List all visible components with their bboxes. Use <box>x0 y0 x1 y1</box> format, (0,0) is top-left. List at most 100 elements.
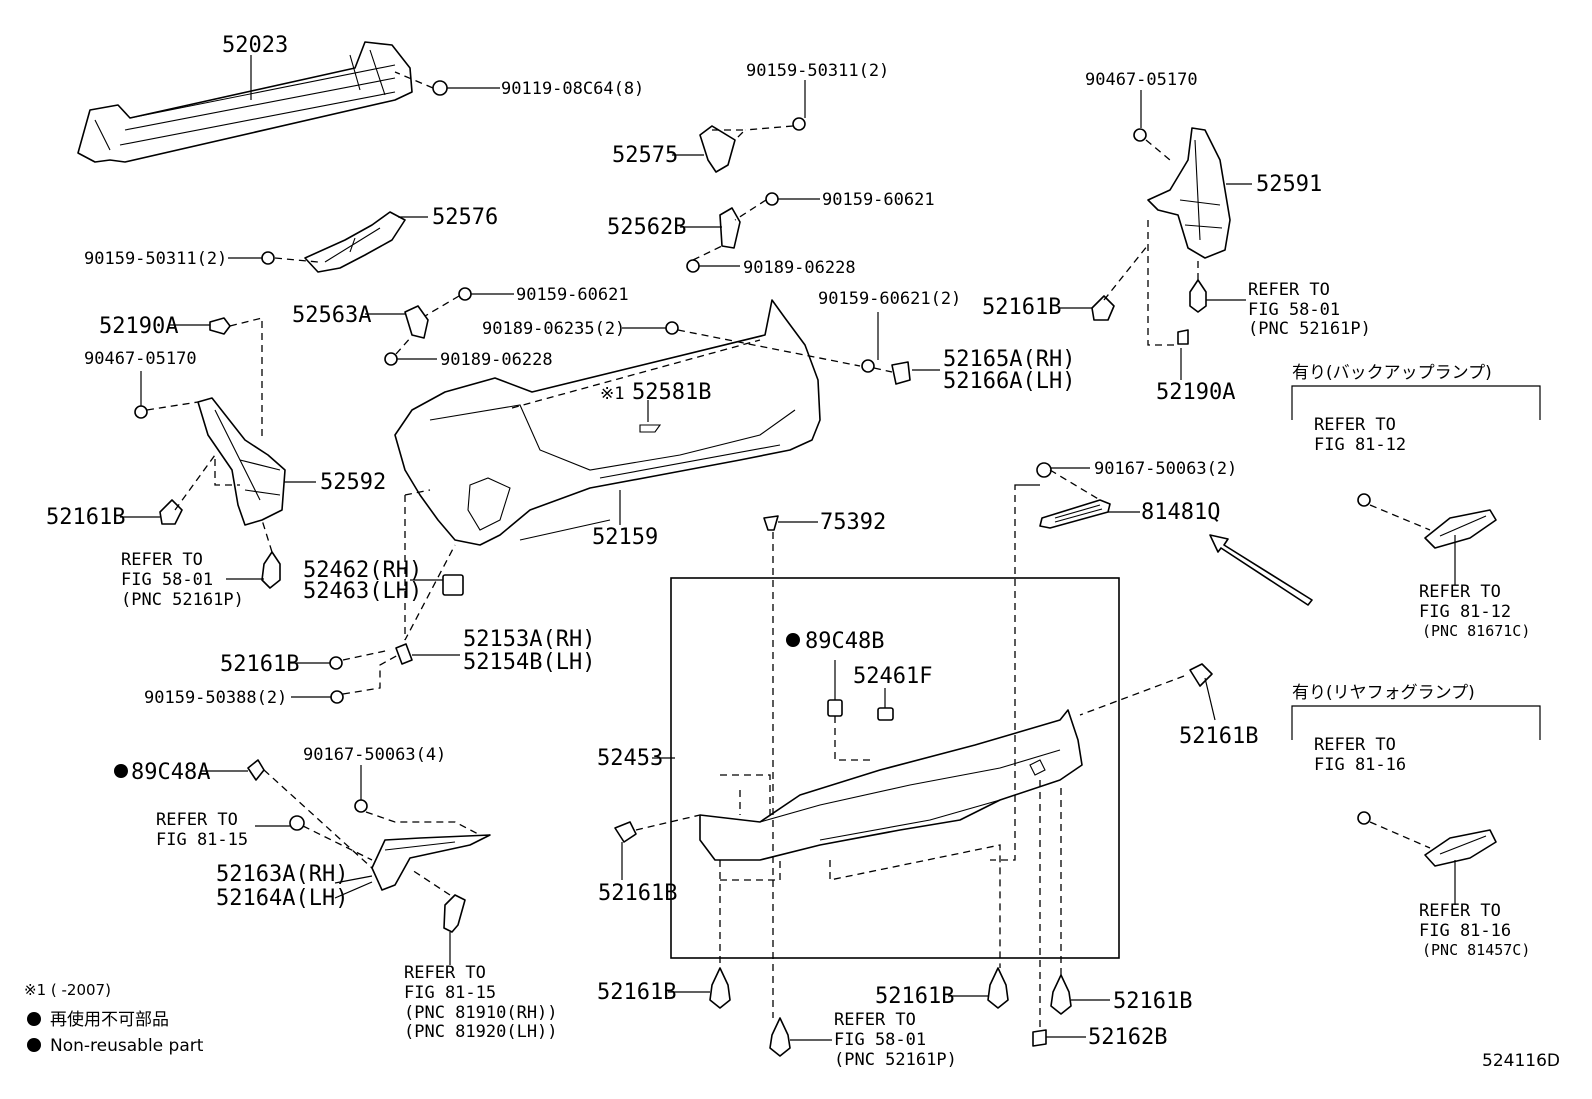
legend-en: Non-reusable part <box>50 1036 204 1056</box>
callout-90189-06228[interactable]: 90189-06228 <box>743 258 856 278</box>
callout-52159[interactable]: 52159 <box>592 525 658 550</box>
cap-52461F[interactable] <box>877 707 894 721</box>
reinforcement-beam-52023[interactable] <box>77 41 413 163</box>
callout-90159-50311[interactable]: 90159-50311(2) <box>84 249 227 269</box>
bracket-52562B[interactable] <box>719 207 741 249</box>
callout-52161B[interactable]: 52161B <box>982 295 1061 320</box>
group-header-backup-lamp: 有り(バックアップランプ) <box>1292 363 1492 383</box>
callout-52153A[interactable]: 52153A(RH) <box>463 627 595 652</box>
non-reusable-marker <box>786 633 800 647</box>
callout-52592[interactable]: 52592 <box>320 470 386 495</box>
refer-fig-81-12[interactable]: FIG 81-12 <box>1419 602 1511 622</box>
callout-52161B[interactable]: 52161B <box>1113 989 1192 1014</box>
leader-lines <box>120 55 1456 1041</box>
callout-52581B[interactable]: 52581B <box>632 380 711 405</box>
callout-90467-05170[interactable]: 90467-05170 <box>1085 70 1198 90</box>
callout-75392[interactable]: 75392 <box>820 510 886 535</box>
cap-52462[interactable] <box>442 574 464 596</box>
side-bracket-52591[interactable] <box>1147 127 1231 259</box>
callout-90167-50063[interactable]: 90167-50063(2) <box>1094 459 1237 479</box>
callout-90159-50388[interactable]: 90159-50388(2) <box>144 688 287 708</box>
side-bracket-52592[interactable] <box>197 397 286 526</box>
rear-fog-lamp[interactable] <box>1424 829 1497 867</box>
refer-pnc-81671C: (PNC 81671C) <box>1422 622 1530 640</box>
callout-90159-60621-2[interactable]: 90159-60621(2) <box>818 289 961 309</box>
callout-90189-06235[interactable]: 90189-06235(2) <box>482 319 625 339</box>
refer-pnc-81910: (PNC 81910(RH)) <box>404 1003 558 1023</box>
callout-52161B[interactable]: 52161B <box>1179 724 1258 749</box>
callout-90119-08C64[interactable]: 90119-08C64(8) <box>501 79 644 99</box>
callout-52190A[interactable]: 52190A <box>1156 380 1235 405</box>
bracket-52575[interactable] <box>699 125 736 173</box>
callout-52461F[interactable]: 52461F <box>853 664 932 689</box>
callout-90159-60621[interactable]: 90159-60621 <box>822 190 935 210</box>
retainer-52165A[interactable] <box>891 361 911 385</box>
bracket-52163A[interactable] <box>371 834 491 891</box>
callout-52453[interactable]: 52453 <box>597 746 663 771</box>
callout-52575[interactable]: 52575 <box>612 143 678 168</box>
callout-90167-50063[interactable]: 90167-50063(4) <box>303 745 446 765</box>
callout-52576[interactable]: 52576 <box>432 205 498 230</box>
cap-52162B[interactable] <box>1032 1029 1047 1047</box>
callout-81481Q[interactable]: 81481Q <box>1141 500 1220 525</box>
callout-89C48A[interactable]: 89C48A <box>131 760 210 785</box>
direction-arrow <box>1209 534 1313 606</box>
bracket-52576[interactable] <box>304 211 406 273</box>
refer-to-label: REFER TO <box>156 810 238 830</box>
callout-52161B[interactable]: 52161B <box>875 984 954 1009</box>
callout-52165A[interactable]: 52165A(RH) <box>943 347 1075 372</box>
refer-fig-58-01[interactable]: FIG 58-01 <box>121 570 213 590</box>
callout-52190A[interactable]: 52190A <box>99 314 178 339</box>
callout-52463[interactable]: 52463(LH) <box>303 579 422 604</box>
refer-fig-81-16[interactable]: FIG 81-16 <box>1314 755 1406 775</box>
refer-to-label: REFER TO <box>121 550 203 570</box>
figure-code: 524116D <box>1482 1051 1560 1071</box>
callout-90159-60621[interactable]: 90159-60621 <box>516 285 629 305</box>
callout-90159-50311[interactable]: 90159-50311(2) <box>746 61 889 81</box>
callout-52563A[interactable]: 52563A <box>292 303 371 328</box>
refer-fig-58-01[interactable]: FIG 58-01 <box>1248 300 1340 320</box>
callout-52154B[interactable]: 52154B(LH) <box>463 650 595 675</box>
bracket-52563A[interactable] <box>404 305 429 339</box>
inset-frame <box>670 577 1120 959</box>
lower-garnish-52453[interactable] <box>699 709 1083 861</box>
refer-pnc-52161P: (PNC 52161P) <box>1248 319 1371 339</box>
callout-52161B[interactable]: 52161B <box>598 881 677 906</box>
refer-to-label: REFER TO <box>1314 735 1396 755</box>
legend-jp: 再使用不可部品 <box>50 1009 169 1030</box>
callout-52164A[interactable]: 52164A(LH) <box>216 886 348 911</box>
refer-fig-81-15[interactable]: FIG 81-15 <box>156 830 248 850</box>
callout-52166A[interactable]: 52166A(LH) <box>943 369 1075 394</box>
callout-52163A[interactable]: 52163A(RH) <box>216 862 348 887</box>
group-brackets <box>1291 385 1541 740</box>
reflector-81481Q[interactable] <box>1039 499 1111 529</box>
non-reusable-marker <box>114 764 128 778</box>
bumper-cover-52159[interactable] <box>394 299 821 546</box>
footnote: ※1 ( -2007) <box>24 981 111 999</box>
legend-bullet <box>27 1012 41 1026</box>
callout-90189-06228[interactable]: 90189-06228 <box>440 350 553 370</box>
callout-89C48B[interactable]: 89C48B <box>805 629 884 654</box>
refer-to-label: REFER TO <box>404 963 486 983</box>
refer-pnc-81920: (PNC 81920(LH)) <box>404 1022 558 1042</box>
refer-fig-81-16[interactable]: FIG 81-16 <box>1419 921 1511 941</box>
callout-52023[interactable]: 52023 <box>222 33 288 58</box>
callout-52161B[interactable]: 52161B <box>597 980 676 1005</box>
callout-52462[interactable]: 52462(RH) <box>303 558 422 583</box>
legend-bullet <box>27 1038 41 1052</box>
refer-pnc-81457C: (PNC 81457C) <box>1422 941 1530 959</box>
callout-52162B[interactable]: 52162B <box>1088 1025 1167 1050</box>
callout-90467-05170[interactable]: 90467-05170 <box>84 349 197 369</box>
backup-lamp[interactable] <box>1424 509 1497 549</box>
callout-52591[interactable]: 52591 <box>1256 172 1322 197</box>
callout-52562B[interactable]: 52562B <box>607 215 686 240</box>
fasteners <box>134 80 1371 1057</box>
refer-fig-58-01[interactable]: FIG 58-01 <box>834 1030 926 1050</box>
callout-52161B[interactable]: 52161B <box>46 505 125 530</box>
clip-89C48B[interactable] <box>827 699 843 717</box>
refer-fig-81-15[interactable]: FIG 81-15 <box>404 983 496 1003</box>
refer-fig-81-12[interactable]: FIG 81-12 <box>1314 435 1406 455</box>
callout-52161B[interactable]: 52161B <box>220 652 299 677</box>
refer-to-label: REFER TO <box>1419 582 1501 602</box>
reflector-81910[interactable] <box>443 894 466 933</box>
